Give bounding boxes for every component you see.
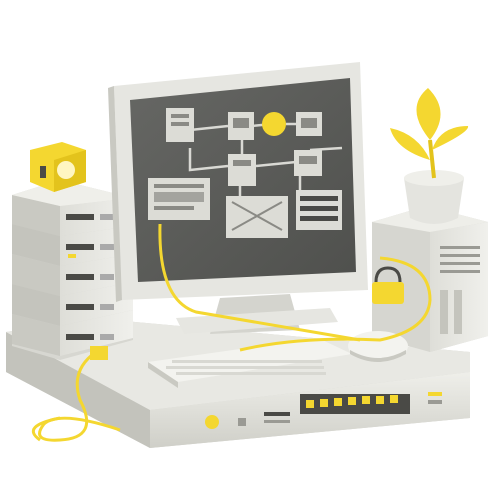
cable-plug <box>90 346 108 360</box>
padlock-icon <box>372 266 404 304</box>
ethernet-ports <box>300 394 410 414</box>
ethernet-cable <box>31 223 432 442</box>
diagram-hub <box>262 112 286 136</box>
padlock-icon <box>30 142 86 192</box>
server-rack <box>12 180 133 360</box>
network-diagram <box>148 108 343 238</box>
power-indicator <box>205 415 219 429</box>
server-unit <box>12 282 133 326</box>
diagram-node <box>228 154 256 186</box>
network-switch <box>150 372 470 448</box>
desktop-tower <box>372 206 488 352</box>
keyboard <box>148 338 352 388</box>
plant-icon <box>390 88 469 224</box>
server-unit <box>12 310 133 356</box>
